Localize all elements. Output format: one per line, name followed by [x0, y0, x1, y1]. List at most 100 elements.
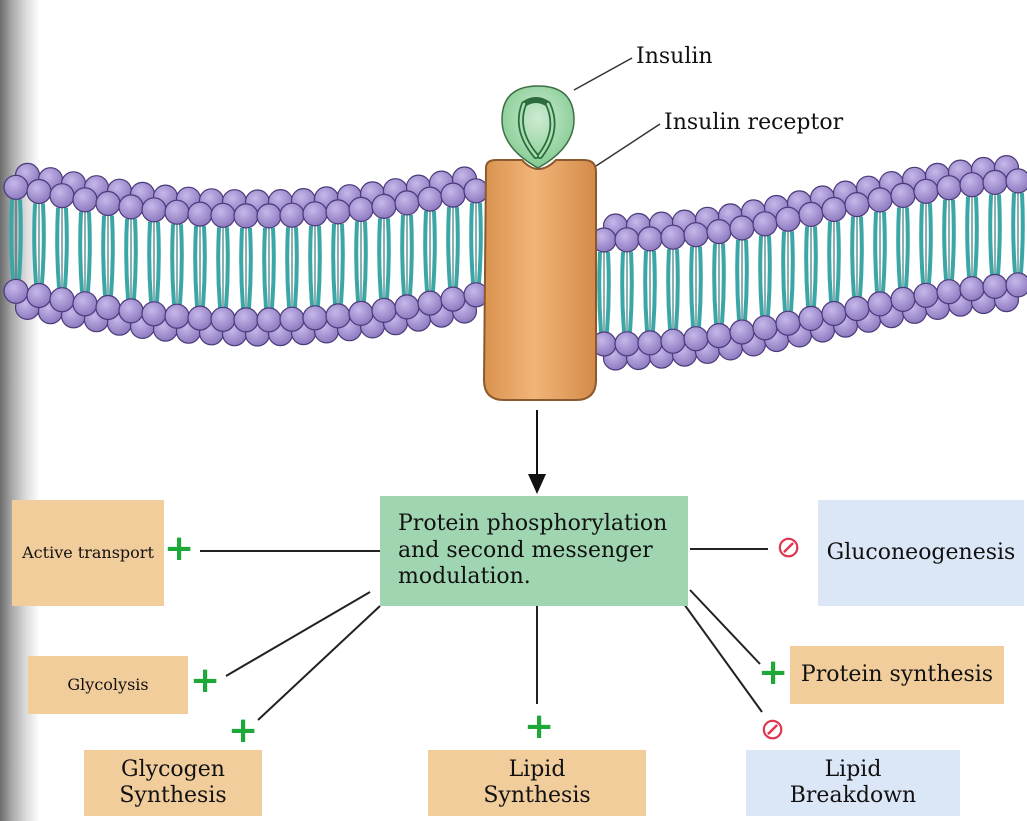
phospholipid-head [684, 223, 708, 247]
phospholipid-head [845, 193, 869, 217]
phospholipid-head [891, 183, 915, 207]
phospholipid-head [960, 173, 984, 197]
phospholipid-head [326, 304, 350, 328]
central-box-line-3: modulation. [398, 564, 667, 590]
phospholipid-head [753, 316, 777, 340]
phospholipid-head [983, 170, 1007, 194]
phospholipid-head [395, 191, 419, 215]
lipid-breakdown-box: Lipid Breakdown [746, 750, 960, 816]
glycogen-synthesis-box: Glycogen Synthesis [84, 750, 262, 816]
phospholipid-head [1006, 273, 1027, 297]
phospholipid-head [234, 308, 258, 332]
phospholipid-head [119, 195, 143, 219]
phospholipid-head [4, 279, 28, 303]
lipid-breakdown-line-2: Breakdown [790, 783, 916, 809]
phospholipid-head [799, 202, 823, 226]
glycolysis-label: Glycolysis [67, 675, 148, 694]
lipid-synthesis-line-2: Synthesis [483, 783, 590, 809]
phospholipid-head [684, 327, 708, 351]
phospholipid-head [707, 220, 731, 244]
phospholipid-head [822, 198, 846, 222]
phospholipid-head [868, 292, 892, 316]
glycolysis-box: Glycolysis [28, 656, 188, 714]
phospholipid-head [303, 306, 327, 330]
phospholipid-head [891, 287, 915, 311]
connector-glycogen [258, 606, 380, 720]
stimulate-sign-lipid-synthesis: + [524, 706, 554, 747]
phospholipid-head [753, 212, 777, 236]
phospholipid-head [188, 202, 212, 226]
phospholipid-head [661, 225, 685, 249]
central-box-line-1: Protein phosphorylation [398, 511, 667, 537]
central-process-box: Protein phosphorylation and second messe… [380, 496, 688, 606]
phospholipid-head [211, 307, 235, 331]
phospholipid-head [303, 202, 327, 226]
phospholipid-head [234, 204, 258, 228]
phospholipid-head [960, 277, 984, 301]
phospholipid-head [73, 292, 97, 316]
phospholipid-head [914, 179, 938, 203]
gluconeogenesis-label: Gluconeogenesis [827, 540, 1016, 566]
insulin-molecule [502, 86, 574, 168]
phospholipid-head [165, 200, 189, 224]
connector-lipid-breakdown [684, 604, 762, 712]
lipid-breakdown-line-1: Lipid [790, 757, 916, 783]
insulin-receptor-shape [484, 160, 596, 400]
phospholipid-head [638, 331, 662, 355]
glycogen-synthesis-line-2: Synthesis [119, 783, 226, 809]
protein-synthesis-box: Protein synthesis [790, 646, 1004, 704]
phospholipid-head [638, 227, 662, 251]
phospholipid-head [4, 175, 28, 199]
active-transport-box: Active transport [12, 500, 164, 606]
phospholipid-head [257, 204, 281, 228]
phospholipid-head [776, 207, 800, 231]
phospholipid-head [464, 179, 488, 203]
connector-glycolysis [226, 592, 370, 676]
phospholipid-head [280, 307, 304, 331]
central-box-line-2: and second messenger [398, 538, 667, 564]
inhibit-sign-gluconeogenesis: ⊘ [776, 530, 801, 565]
phospholipid-head [937, 176, 961, 200]
phospholipid-head [822, 302, 846, 326]
phospholipid-head [776, 311, 800, 335]
stimulate-sign-glycogen: + [228, 710, 258, 751]
phospholipid-head [96, 296, 120, 320]
phospholipid-head [441, 183, 465, 207]
phospholipid-head [441, 287, 465, 311]
phospholipid-head [868, 188, 892, 212]
insulin-label: Insulin [636, 44, 713, 69]
protein-synthesis-label: Protein synthesis [801, 662, 993, 688]
phospholipid-head [730, 320, 754, 344]
inhibit-sign-lipid-breakdown: ⊘ [760, 712, 785, 747]
phospholipid-head [257, 308, 281, 332]
glycogen-synthesis-line-1: Glycogen [119, 757, 226, 783]
phospholipid-head [615, 228, 639, 252]
insulin-pointer-line [574, 58, 632, 90]
insulin-receptor-label: Insulin receptor [664, 110, 843, 135]
phospholipid-head [349, 301, 373, 325]
phospholipid-head [211, 203, 235, 227]
phospholipid-head [50, 288, 74, 312]
stimulate-sign-active-transport: + [164, 528, 194, 569]
lipid-synthesis-box: Lipid Synthesis [428, 750, 646, 816]
phospholipid-head [188, 306, 212, 330]
phospholipid-head [142, 302, 166, 326]
phospholipid-head [730, 216, 754, 240]
phospholipid-head [372, 194, 396, 218]
phospholipid-head [280, 203, 304, 227]
phospholipid-head [96, 192, 120, 216]
phospholipid-head [119, 299, 143, 323]
phospholipid-head [914, 283, 938, 307]
phospholipid-head [418, 291, 442, 315]
signal-arrowhead [528, 474, 546, 494]
stimulate-sign-glycolysis: + [190, 660, 220, 701]
phospholipid-head [615, 332, 639, 356]
receptor-pointer-line [596, 124, 660, 166]
lipid-synthesis-line-1: Lipid [483, 757, 590, 783]
phospholipid-head [372, 298, 396, 322]
phospholipid-head [50, 184, 74, 208]
phospholipid-head [937, 280, 961, 304]
phospholipid-head [142, 198, 166, 222]
phospholipid-head [349, 197, 373, 221]
